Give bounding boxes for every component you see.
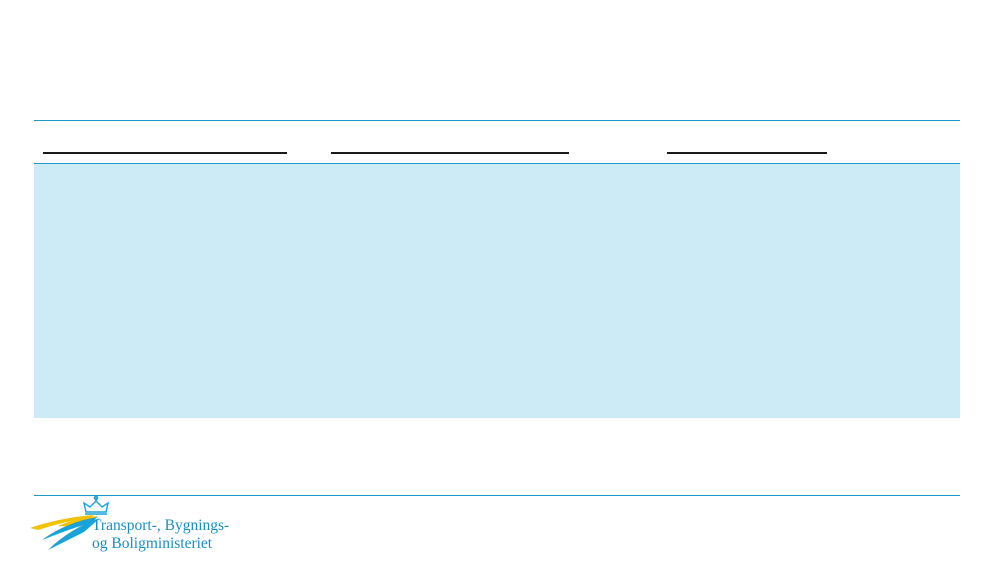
footer-divider — [34, 495, 960, 496]
crown-road-logo-icon — [30, 495, 110, 550]
logo-text-line-1: Transport-, Bygnings- — [92, 517, 230, 534]
top-divider — [34, 120, 960, 121]
header-divider — [34, 163, 960, 164]
column-header-underline-2 — [331, 152, 569, 154]
column-header-underline-1 — [43, 152, 287, 154]
column-header-underline-3 — [667, 152, 827, 154]
logo-text-line-2: og Boligministeriet — [92, 535, 213, 552]
content-panel — [34, 164, 960, 418]
ministry-logo: Transport-, Bygnings- og Boligministerie… — [28, 494, 248, 556]
